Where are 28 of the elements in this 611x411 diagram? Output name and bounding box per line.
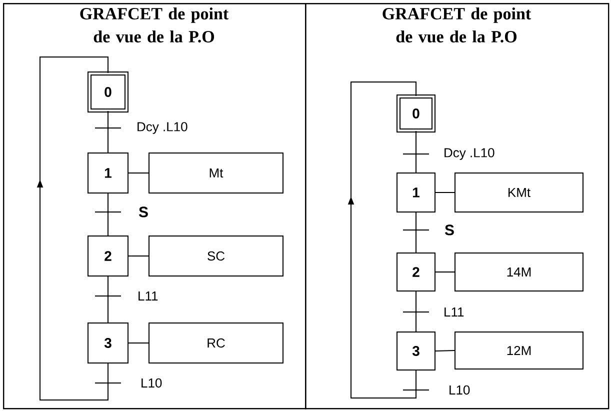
transition-label: S (444, 224, 454, 236)
action-box: RC (148, 322, 284, 364)
step-box: 1 (88, 152, 128, 194)
link-line (435, 350, 455, 352)
transition-label: Dcy .L10 (138, 122, 188, 134)
transition-label: L10 (142, 378, 162, 388)
step-box: 3 (88, 322, 128, 364)
transition-label: L11 (138, 292, 158, 300)
loop-arrow (348, 82, 416, 398)
link-line (128, 172, 149, 174)
step-box: 2 (396, 252, 436, 292)
link-line (435, 192, 455, 193)
action-box: 14M (454, 252, 584, 292)
action-box: 12M (454, 332, 584, 370)
action-box: SC (148, 236, 284, 276)
step-box: 1 (396, 172, 436, 212)
step-box: 2 (88, 236, 128, 276)
transition-label: Dcy .L10 (444, 148, 494, 160)
link-line (128, 342, 149, 344)
step-box: 3 (396, 332, 436, 370)
transition-label: S (138, 206, 148, 218)
initial-step-box: 0 (88, 72, 128, 112)
action-box: Mt (148, 152, 284, 194)
loop-arrow (36, 56, 108, 400)
transition-label: L10 (450, 385, 470, 395)
transition-label: L11 (444, 308, 464, 316)
action-box: KMt (454, 172, 584, 212)
initial-step-box: 0 (396, 94, 436, 132)
